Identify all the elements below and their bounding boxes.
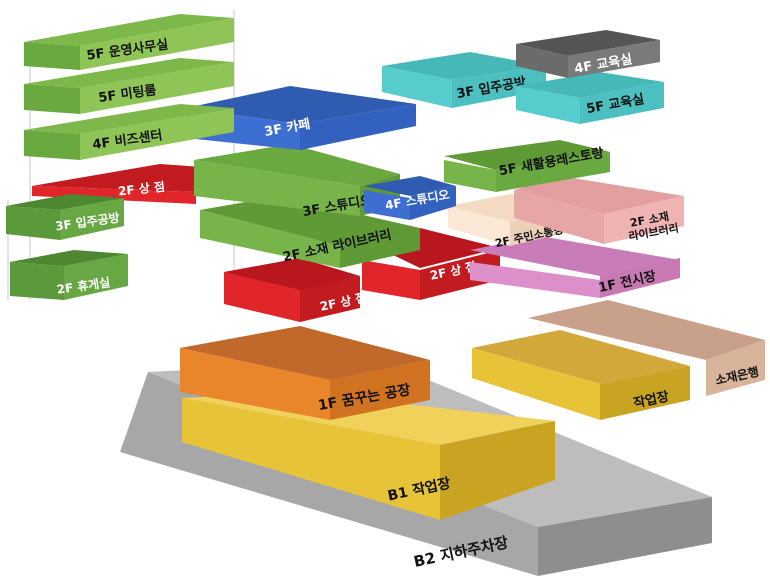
label-2f-library-line1: 2F 소재 (629, 209, 670, 230)
block-1f-workshop: 작업장 (472, 330, 690, 420)
block-3f-cafe: 4F 스튜디오 (364, 176, 456, 220)
block-3f-tenant-right: 5F 새활용레스토랑 (444, 140, 610, 192)
block-4f-education: 5F 교육실 (516, 72, 664, 124)
block-3f-tenant-left: 4F 비즈센터 (24, 104, 234, 160)
label-2f-store-c: 2F 상 점 (117, 179, 165, 199)
block-1f-material-bank: 소재은행 (528, 300, 765, 396)
block-4f-biz: 5F 미팅룸 (24, 58, 234, 114)
block-2f-store-c: 2F 상 점 (32, 164, 244, 204)
block-5f-education: 3F 입주공방 (382, 52, 546, 108)
block-5f-meeting: 5F 운영사무실 (24, 14, 234, 70)
block-3f-studio: 2F 소재 라이브러리 (200, 196, 420, 268)
block-5f-restaurant: 3F 카페 (186, 86, 416, 150)
block-2f-store-a: 2F 상 점 (224, 258, 368, 322)
label-1f-support: 2F 휴게실 (56, 274, 111, 296)
label-1f-workshop: 작업장 (632, 389, 670, 412)
block-1f-support: 2F 휴게실 (10, 250, 128, 300)
block-2f-lounge: 3F 입주공방 (6, 194, 124, 240)
block-2f-library: 2F 소재 라이브러리 (514, 176, 684, 244)
block-b1-workshop: B1 작업장 (182, 392, 555, 520)
block-5f-office: 4F 교육실 (516, 30, 660, 78)
